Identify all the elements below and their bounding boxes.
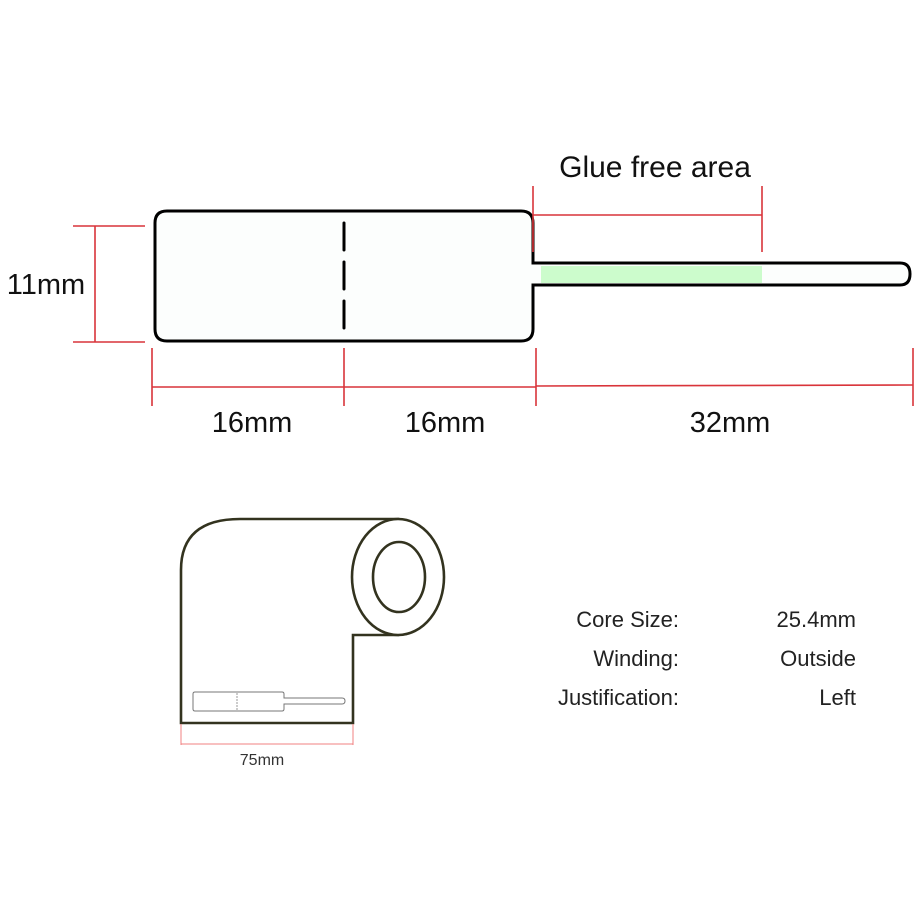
glue-free-area [541, 266, 762, 283]
height-label: 11mm [7, 269, 85, 301]
mini-label-icon [192, 691, 346, 712]
width-dimensions: 16mm 16mm 32mm [151, 348, 914, 439]
spec-value-core-size: 25.4mm [777, 607, 856, 632]
spec-value-winding: Outside [780, 646, 856, 671]
spec-label-core-size: Core Size: [576, 607, 679, 632]
spec-label-justification: Justification: [558, 685, 679, 710]
height-dimension: 11mm [7, 225, 145, 343]
spec-label-winding: Winding: [593, 646, 679, 671]
width-label-3: 32mm [690, 407, 771, 439]
roll-width-label: 75mm [240, 752, 284, 769]
spec-value-justification: Left [819, 685, 856, 710]
label-roll-illustration: 75mm [179, 517, 446, 769]
width-label-1: 16mm [212, 407, 293, 439]
spec-table: Core Size: 25.4mm Winding: Outside Justi… [558, 607, 856, 710]
glue-free-label: Glue free area [559, 151, 751, 184]
width-label-2: 16mm [405, 407, 486, 439]
glue-free-dimension: Glue free area [532, 151, 763, 252]
